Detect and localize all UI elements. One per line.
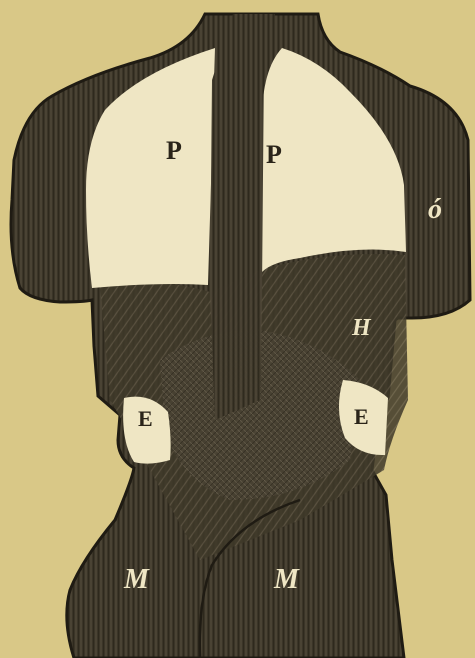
label-liver: H [352,316,371,340]
label-abdomen-right: M [274,566,299,594]
label-abdomen-left: M [124,566,149,594]
label-lung-left: P [166,138,182,164]
label-lung-right: P [266,142,282,168]
label-flank-left: E [138,408,153,430]
label-flank-right: E [354,406,369,428]
label-arm-right: ó [428,196,442,224]
